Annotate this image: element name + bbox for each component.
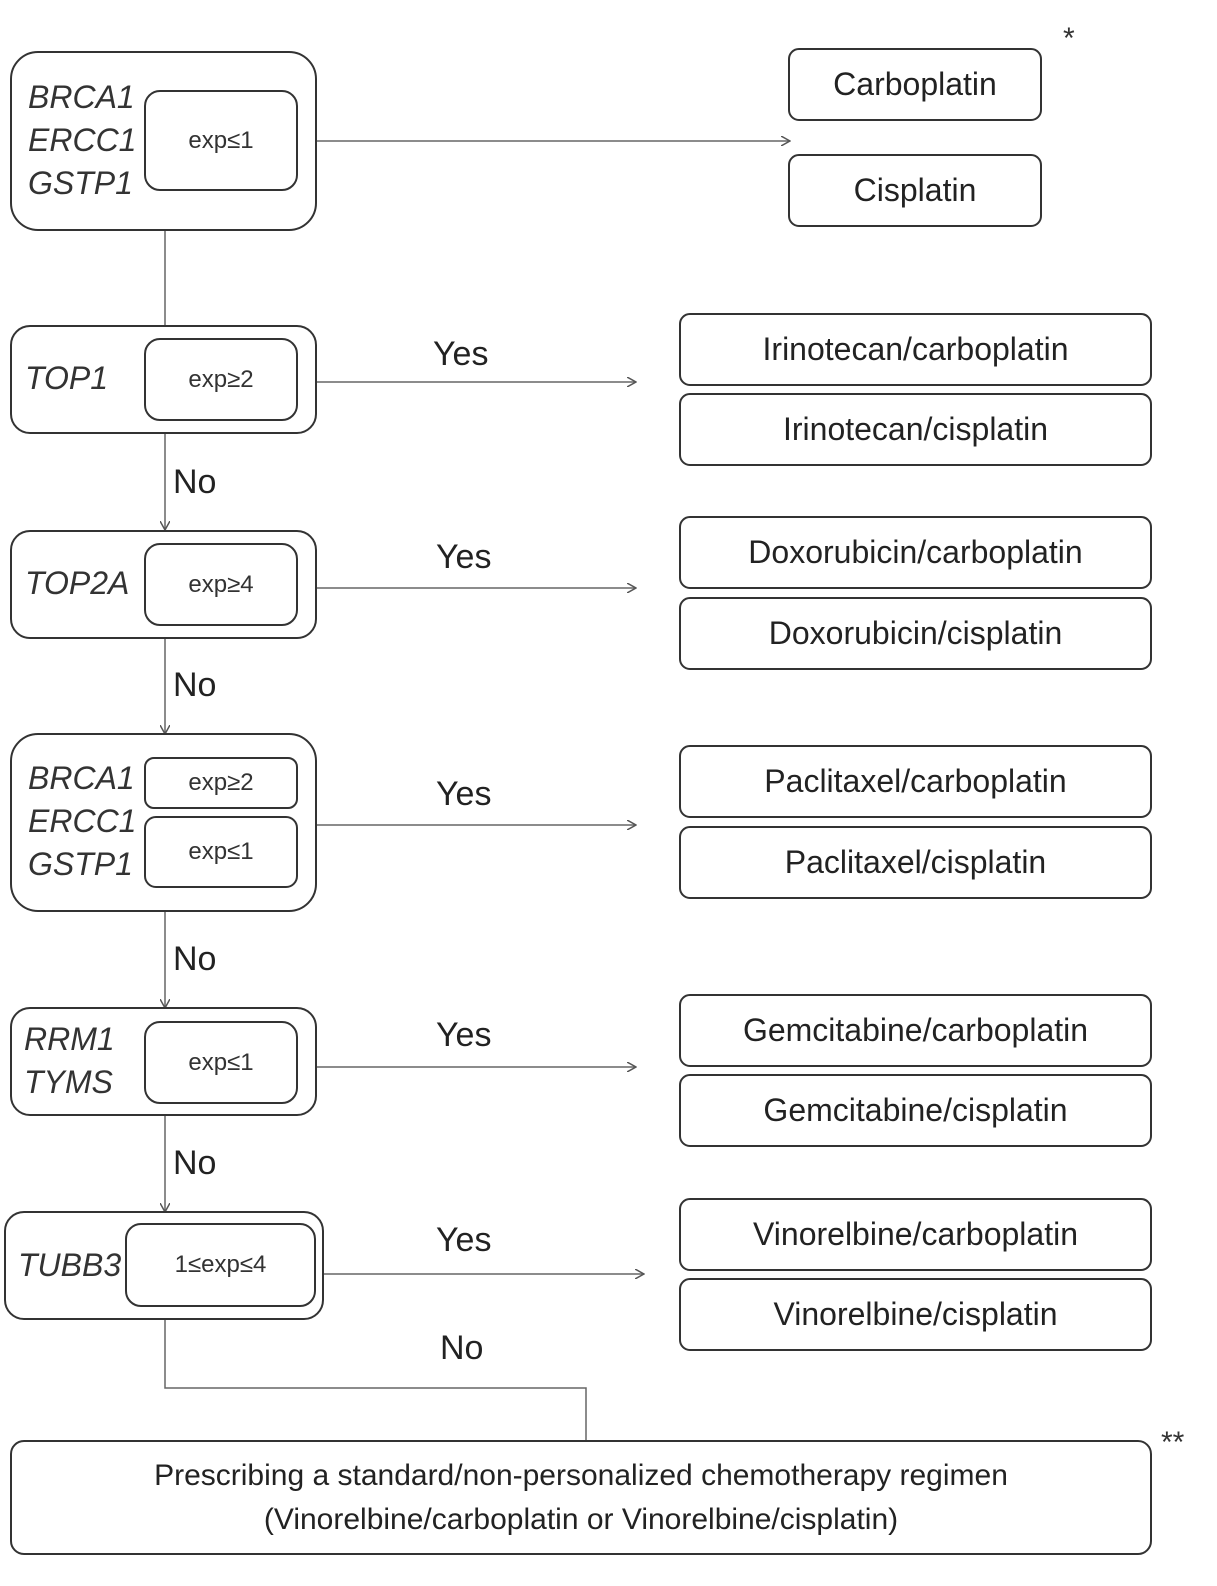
step2-no-label: No <box>173 463 217 501</box>
drug-carboplatin: Carboplatin <box>788 48 1042 121</box>
gene-brca1: BRCA1 <box>28 760 135 796</box>
step3-yes-label: Yes <box>436 538 492 576</box>
arrow-step6-no <box>164 1320 586 1459</box>
drug-vinorelbine-cisplatin: Vinorelbine/cisplatin <box>679 1278 1152 1351</box>
step4-condition-brca1: exp≥2 <box>144 757 298 809</box>
gene-tyms: TYMS <box>24 1064 113 1100</box>
drug-irinotecan-carboplatin: Irinotecan/carboplatin <box>679 313 1152 386</box>
drug-irinotecan-cisplatin: Irinotecan/cisplatin <box>679 393 1152 466</box>
gene-brca1: BRCA1 <box>28 79 135 115</box>
step5-no-label: No <box>173 1144 217 1182</box>
standard-regimen-line1: Prescribing a standard/non-personalized … <box>154 1458 1008 1492</box>
step4-no-label: No <box>173 940 217 978</box>
standard-regimen-box: Prescribing a standard/non-personalized … <box>10 1440 1152 1555</box>
step4-gene-label: BRCA1 ERCC1 GSTP1 <box>28 757 136 886</box>
drug-vinorelbine-carboplatin: Vinorelbine/carboplatin <box>679 1198 1152 1271</box>
footnote-marker-single: * <box>1063 22 1075 55</box>
step4-condition-ercc1-gstp1: exp≤1 <box>144 816 298 888</box>
gene-rrm1: RRM1 <box>24 1021 115 1057</box>
standard-regimen-line2: (Vinorelbine/carboplatin or Vinorelbine/… <box>263 1502 899 1536</box>
drug-doxorubicin-carboplatin: Doxorubicin/carboplatin <box>679 516 1152 589</box>
drug-doxorubicin-cisplatin: Doxorubicin/cisplatin <box>679 597 1152 670</box>
step6-condition: 1≤exp≤4 <box>125 1223 316 1307</box>
drug-paclitaxel-carboplatin: Paclitaxel/carboplatin <box>679 745 1152 818</box>
gene-ercc1: ERCC1 <box>28 803 137 839</box>
step1-gene-label: BRCA1 ERCC1 GSTP1 <box>28 76 136 205</box>
step6-yes-label: Yes <box>436 1221 492 1259</box>
gene-ercc1: ERCC1 <box>28 122 137 158</box>
gene-tubb3: TUBB3 <box>18 1247 122 1283</box>
step5-yes-label: Yes <box>436 1016 492 1054</box>
step2-yes-label: Yes <box>433 335 489 373</box>
step5-condition: exp≤1 <box>144 1021 298 1104</box>
drug-gemcitabine-cisplatin: Gemcitabine/cisplatin <box>679 1074 1152 1147</box>
step3-no-label: No <box>173 666 217 704</box>
step4-yes-label: Yes <box>436 775 492 813</box>
gene-top1: TOP1 <box>25 360 108 396</box>
gene-gstp1: GSTP1 <box>28 846 133 882</box>
gene-gstp1: GSTP1 <box>28 165 133 201</box>
step3-condition: exp≥4 <box>144 543 298 626</box>
drug-gemcitabine-carboplatin: Gemcitabine/carboplatin <box>679 994 1152 1067</box>
drug-cisplatin: Cisplatin <box>788 154 1042 227</box>
gene-top2a: TOP2A <box>25 565 130 601</box>
step5-gene-label: RRM1 TYMS <box>24 1018 115 1104</box>
footnote-marker-double: ** <box>1161 1426 1185 1459</box>
drug-paclitaxel-cisplatin: Paclitaxel/cisplatin <box>679 826 1152 899</box>
step1-condition: exp≤1 <box>144 90 298 191</box>
step6-no-label: No <box>440 1329 484 1367</box>
step2-condition: exp≥2 <box>144 338 298 421</box>
